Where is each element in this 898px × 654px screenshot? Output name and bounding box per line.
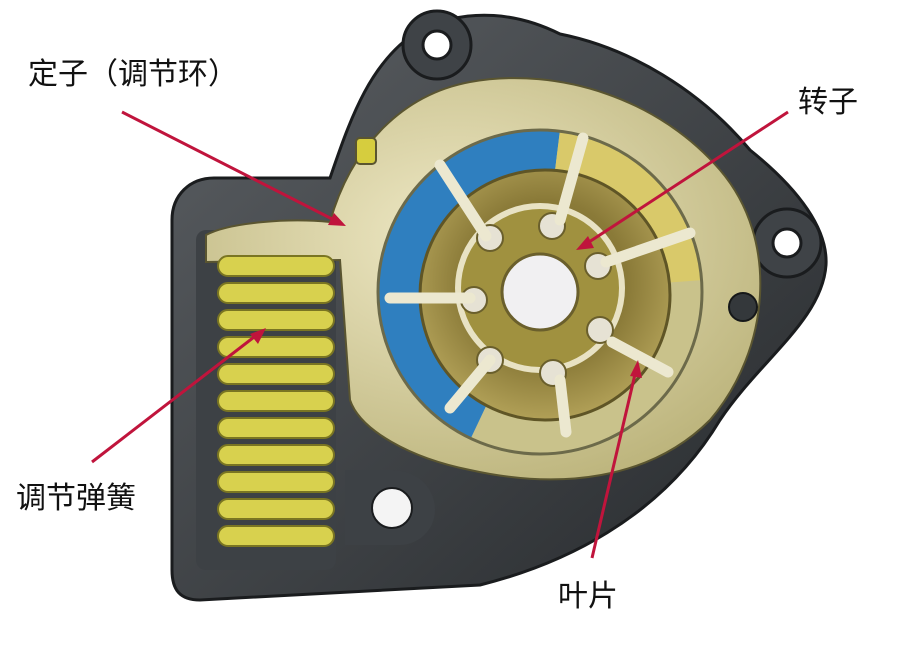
adjustment-spring xyxy=(217,255,335,547)
vanes xyxy=(384,132,696,438)
mounting-hole-top xyxy=(421,29,453,61)
arrow-vane xyxy=(590,360,642,559)
label-stator: 定子（调节环） xyxy=(28,57,238,92)
arrow-rotor xyxy=(576,110,789,250)
mounting-hole-right xyxy=(771,227,803,259)
stop-ball xyxy=(728,292,758,322)
pivot-pin xyxy=(355,137,377,165)
arrow-spring xyxy=(91,328,266,464)
label-rotor: 转子 xyxy=(798,85,858,120)
label-vane: 叶片 xyxy=(558,579,618,614)
label-spring: 调节弹簧 xyxy=(16,481,136,516)
arrow-stator xyxy=(121,110,346,226)
housing-notch xyxy=(345,470,435,545)
